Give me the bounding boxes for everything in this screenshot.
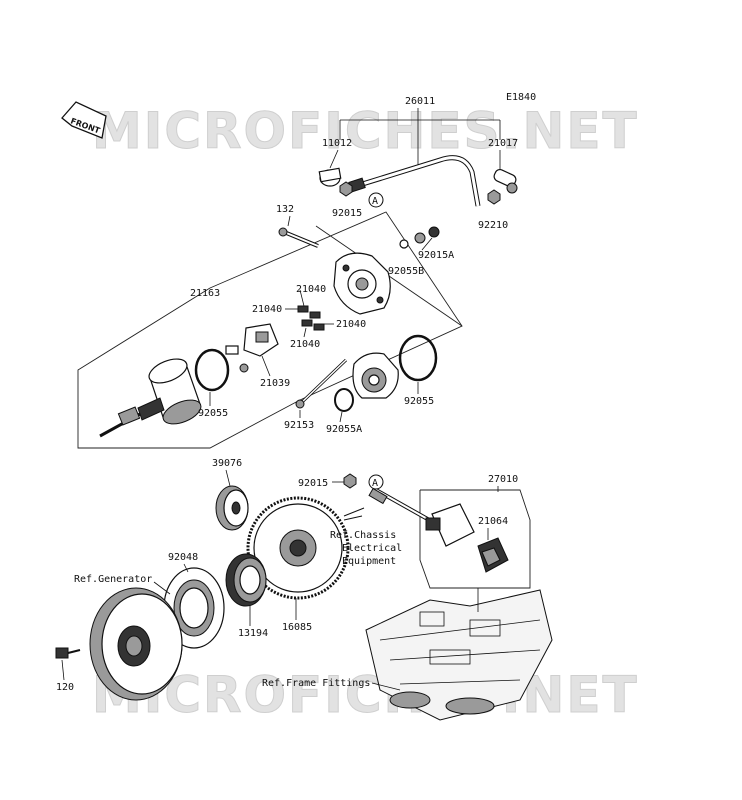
starter-gear-16085: [246, 496, 350, 600]
starter-relay-frame: [419, 489, 531, 589]
label-27010: 27010: [488, 474, 518, 485]
nut-92210: [487, 189, 501, 205]
label-21040-c: 21040: [336, 319, 366, 330]
terminal-cap-11012: [318, 167, 342, 187]
callout-a-mid: A: [368, 474, 384, 490]
generator-rotor: [89, 587, 183, 701]
leader-lines-top: [329, 108, 501, 172]
o-ring-92055-right: [398, 334, 438, 382]
label-92055b: 92055B: [388, 266, 424, 277]
cable-26011: [348, 155, 481, 207]
starter-assembly-frame: [77, 211, 463, 449]
label-21040-d: 21040: [290, 339, 320, 350]
label-26011: 26011: [405, 96, 435, 107]
ref-chassis-line3: Equipment: [342, 556, 396, 567]
starter-relay-21064: [425, 503, 509, 573]
label-92015-mid: 92015: [298, 478, 328, 489]
label-92153: 92153: [284, 420, 314, 431]
starter-motor-yoke: [99, 358, 202, 438]
label-13194: 13194: [238, 628, 268, 639]
callout-a-mid-label: A: [372, 478, 378, 489]
reference-labels: Ref.Generator Ref.Chassis Electrical Equ…: [74, 530, 402, 689]
leader-lines-lower: [61, 215, 499, 691]
idler-gear-39076: [215, 485, 249, 531]
label-92015a: 92015A: [418, 250, 454, 261]
label-21017: 21017: [488, 138, 518, 149]
ref-generator-label: Ref.Generator: [74, 574, 152, 585]
label-92210: 92210: [478, 220, 508, 231]
label-132: 132: [276, 204, 294, 215]
label-21039: 21039: [260, 378, 290, 389]
o-ring-92055a: [334, 388, 354, 412]
callout-a-top-label: A: [372, 196, 378, 207]
nut-92015-mid: [343, 473, 357, 489]
ref-frame-fittings-label: Ref.Frame Fittings: [262, 678, 370, 689]
label-21064: 21064: [478, 516, 508, 527]
brushes-21040: [297, 305, 325, 331]
ref-chassis-line2: Electrical: [342, 543, 402, 554]
bolt-120: [55, 647, 81, 659]
ref-chassis-line1: Ref.Chassis: [330, 530, 396, 541]
terminal-cap-21017: [493, 168, 518, 194]
front-end-cover: [352, 352, 399, 399]
label-39076: 39076: [212, 458, 242, 469]
brush-holder-21039: [225, 323, 279, 373]
label-92055a: 92055A: [326, 424, 362, 435]
bolt-132: [278, 227, 319, 248]
washers-92055b-92015a: [399, 226, 440, 249]
callout-a-top: A: [368, 192, 384, 208]
rear-end-cover: [333, 252, 391, 315]
label-92048: 92048: [168, 552, 198, 563]
watermark-top: MICROFICHES.NET: [92, 102, 639, 160]
watermark-bottom: MICROFICHES.NET: [92, 666, 639, 724]
one-way-clutch-13194: [225, 553, 267, 607]
nut-92015-top: [339, 181, 353, 197]
label-11012: 11012: [322, 138, 352, 149]
label-92055-right: 92055: [404, 396, 434, 407]
through-bolt-92153: [295, 358, 348, 409]
part-labels: 26011 11012 21017 92015 92210 132 92015A…: [56, 96, 518, 693]
frame-fittings-sketch: [365, 588, 553, 721]
o-ring-92055-left: [194, 348, 230, 392]
label-120: 120: [56, 682, 74, 693]
label-92015-top: 92015: [332, 208, 362, 219]
label-92055-left: 92055: [198, 408, 228, 419]
label-21163: 21163: [190, 288, 220, 299]
label-16085: 16085: [282, 622, 312, 633]
label-21040-a: 21040: [296, 284, 326, 295]
label-21040-b: 21040: [252, 304, 282, 315]
diagram-code: E1840: [506, 92, 536, 103]
